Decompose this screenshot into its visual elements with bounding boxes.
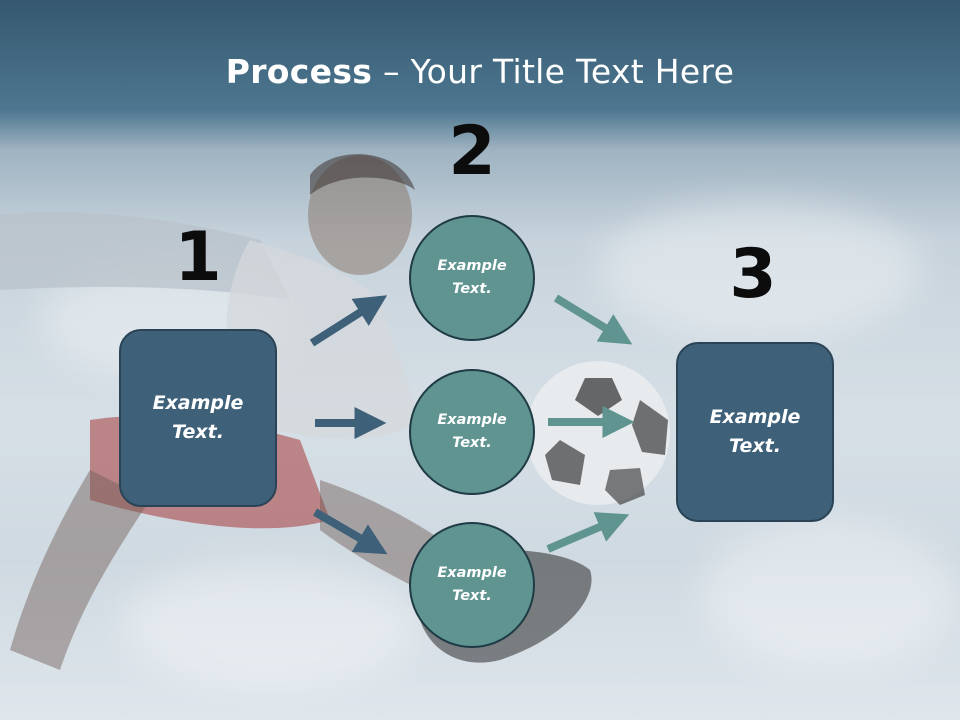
- circle-text: Example Text.: [437, 412, 507, 451]
- step-3-box: Example Text.: [676, 342, 834, 522]
- circle-text: Example Text.: [437, 258, 507, 297]
- step-1-text: Example Text.: [152, 392, 244, 443]
- slide-title: Process – Your Title Text Here: [0, 52, 960, 91]
- step-1-box: Example Text.: [119, 329, 277, 507]
- step-number-2: 2: [448, 112, 496, 191]
- step-2-circle-bottom: Example Text.: [409, 522, 535, 648]
- title-rest: – Your Title Text Here: [372, 52, 735, 91]
- step-number-1: 1: [174, 218, 222, 297]
- arrow-1-to-top: [309, 295, 388, 347]
- step-2-circle-top: Example Text.: [409, 215, 535, 341]
- step-3-text: Example Text.: [709, 406, 801, 457]
- step-2-circle-middle: Example Text.: [409, 369, 535, 495]
- arrow-bottom-to-3: [546, 512, 630, 553]
- title-bold: Process: [225, 52, 373, 91]
- step-number-3: 3: [729, 235, 777, 314]
- arrow-1-to-bottom: [312, 508, 388, 555]
- circle-text: Example Text.: [437, 565, 507, 604]
- arrow-top-to-3: [553, 294, 633, 345]
